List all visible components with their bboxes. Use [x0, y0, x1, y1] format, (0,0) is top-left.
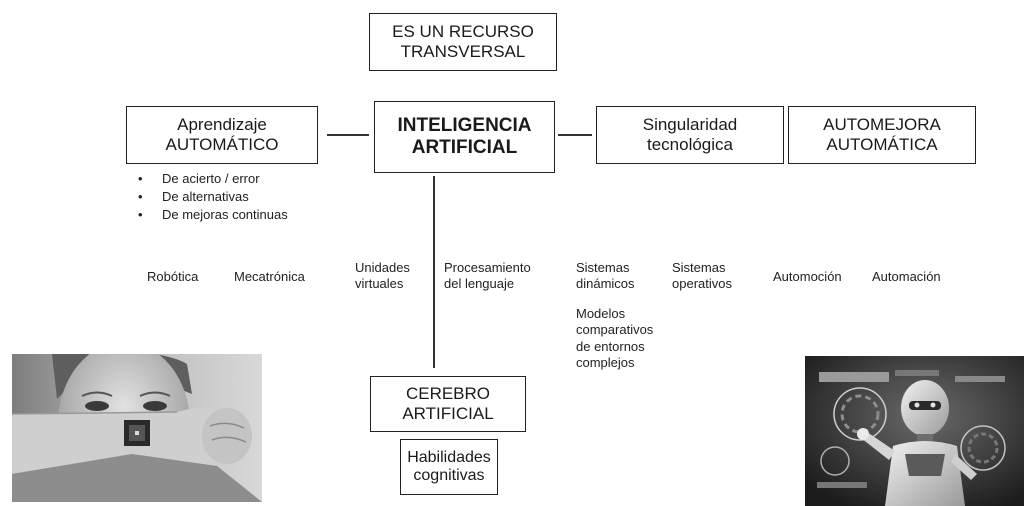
box-automejora-automatica: AUTOMEJORA AUTOMÁTICA: [788, 106, 976, 164]
label-sistemas-operativos: Sistemas operativos: [672, 260, 732, 292]
list-item: De mejoras continuas: [138, 206, 288, 224]
wrist-chip-photo: [12, 354, 262, 502]
box-cerebro-artificial: CEREBRO ARTIFICIAL: [370, 376, 526, 432]
robot-photo: [805, 356, 1024, 506]
aprendizaje-list: De acierto / error De alternativas De me…: [138, 170, 288, 224]
connector-left: [327, 134, 369, 136]
list-item: De acierto / error: [138, 170, 288, 188]
label-automacion: Automación: [872, 269, 941, 284]
connector-right: [558, 134, 592, 136]
box-inteligencia-artificial: INTELIGENCIA ARTIFICIAL: [374, 101, 555, 173]
label-unidades-virtuales: Unidades virtuales: [355, 260, 410, 292]
label-robotica: Robótica: [147, 269, 199, 284]
box-singularidad-tecnologica: Singularidad tecnológica: [596, 106, 784, 164]
box-recurso-transversal: ES UN RECURSO TRANSVERSAL: [369, 13, 557, 71]
box-habilidades-cognitivas: Habilidades cognitivas: [400, 439, 498, 495]
label-modelos-comparativos: Modelos comparativos de entornos complej…: [576, 306, 654, 370]
connector-vertical: [433, 176, 435, 368]
label-procesamiento-lenguaje: Procesamiento del lenguaje: [444, 260, 531, 292]
label-sistemas-dinamicos: Sistemas dinámicos: [576, 260, 635, 292]
list-item: De alternativas: [138, 188, 288, 206]
box-aprendizaje-automatico: Aprendizaje AUTOMÁTICO: [126, 106, 318, 164]
label-automocion: Automoción: [773, 269, 842, 284]
label-mecatronica: Mecatrónica: [234, 269, 305, 284]
